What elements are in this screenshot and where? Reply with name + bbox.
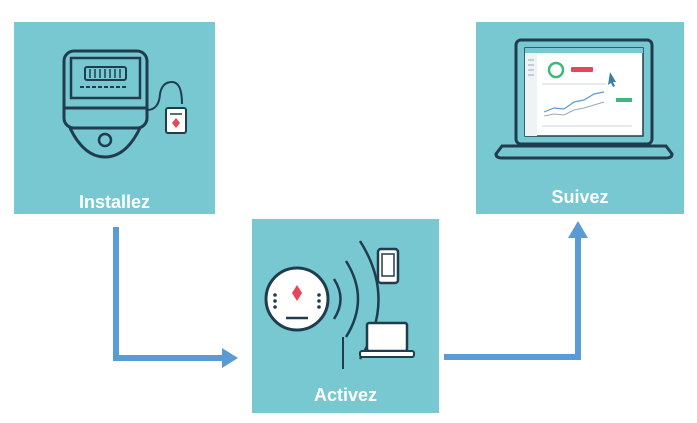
arrow-activate-to-follow <box>444 221 588 360</box>
step-follow-tile: Suivez <box>476 22 684 214</box>
wireless-sensor-icon <box>264 240 415 369</box>
step-follow-label: Suivez <box>551 187 609 207</box>
step-activate-label: Activez <box>313 385 378 405</box>
dashboard-screen <box>525 48 643 136</box>
step-install-label: Installez <box>78 192 151 212</box>
electric-meter-icon <box>62 49 187 159</box>
arrow-install-to-activate <box>113 227 238 368</box>
step-activate-tile: Activez <box>252 219 439 413</box>
step-install-tile: Installez <box>14 22 215 214</box>
laptop-dashboard-icon <box>494 38 674 160</box>
